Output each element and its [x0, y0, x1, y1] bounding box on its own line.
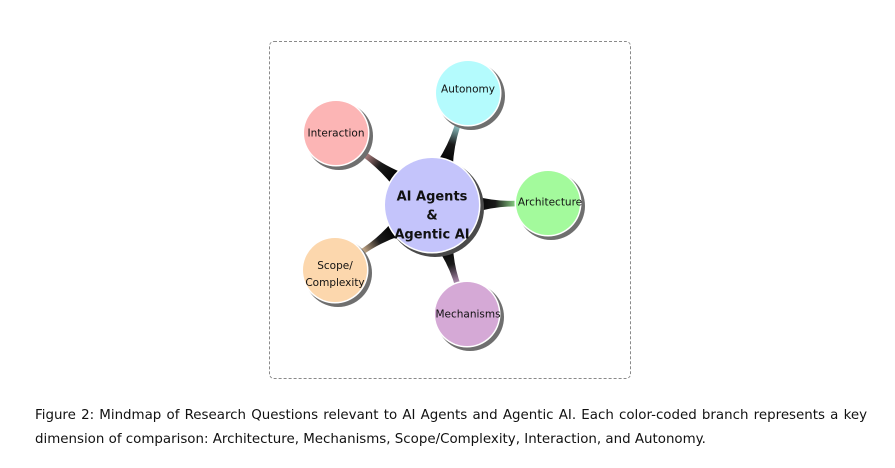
- node-scope: [303, 238, 367, 302]
- branch-label-mechanisms: Mechanisms: [435, 307, 500, 324]
- node-mechanisms: [435, 282, 499, 346]
- diagram-frame: [269, 41, 631, 379]
- node-architecture: [516, 171, 580, 235]
- node-autonomy: [436, 61, 500, 125]
- branch-label-architecture-text: Architecture: [517, 196, 583, 209]
- branch-label-autonomy-text: Autonomy: [441, 83, 495, 96]
- branch-label-autonomy: Autonomy: [441, 82, 495, 99]
- figure-caption: Figure 2: Mindmap of Research Questions …: [35, 404, 867, 452]
- center-node-label: AI Agents & Agentic AI: [394, 188, 469, 245]
- center-label-line-3: Agentic AI: [394, 227, 470, 243]
- branch-label-architecture: Architecture: [518, 195, 582, 212]
- connector-scope: [356, 222, 401, 257]
- figure-caption-prefix: Figure 2:: [35, 408, 95, 423]
- branch-label-scope-line-2: Complexity: [305, 277, 365, 289]
- connector-architecture: [474, 196, 521, 213]
- connector-autonomy: [437, 118, 463, 167]
- center-node: [385, 158, 479, 252]
- center-label-line-2: &: [426, 208, 438, 224]
- center-label-line-1: AI Agents: [396, 189, 468, 205]
- branch-label-mechanisms-text: Mechanisms: [435, 308, 501, 321]
- branch-label-interaction: Interaction: [308, 126, 365, 143]
- branch-label-scope-line-1: Scope/: [317, 260, 353, 272]
- branch-label-interaction-text: Interaction: [307, 127, 365, 140]
- connector-interaction: [356, 147, 403, 186]
- branch-label-scope: Scope/ Complexity: [305, 258, 364, 292]
- branch-nodes: [301, 59, 585, 351]
- figure-caption-text: Mindmap of Research Questions relevant t…: [35, 408, 868, 447]
- node-interaction: [304, 101, 368, 165]
